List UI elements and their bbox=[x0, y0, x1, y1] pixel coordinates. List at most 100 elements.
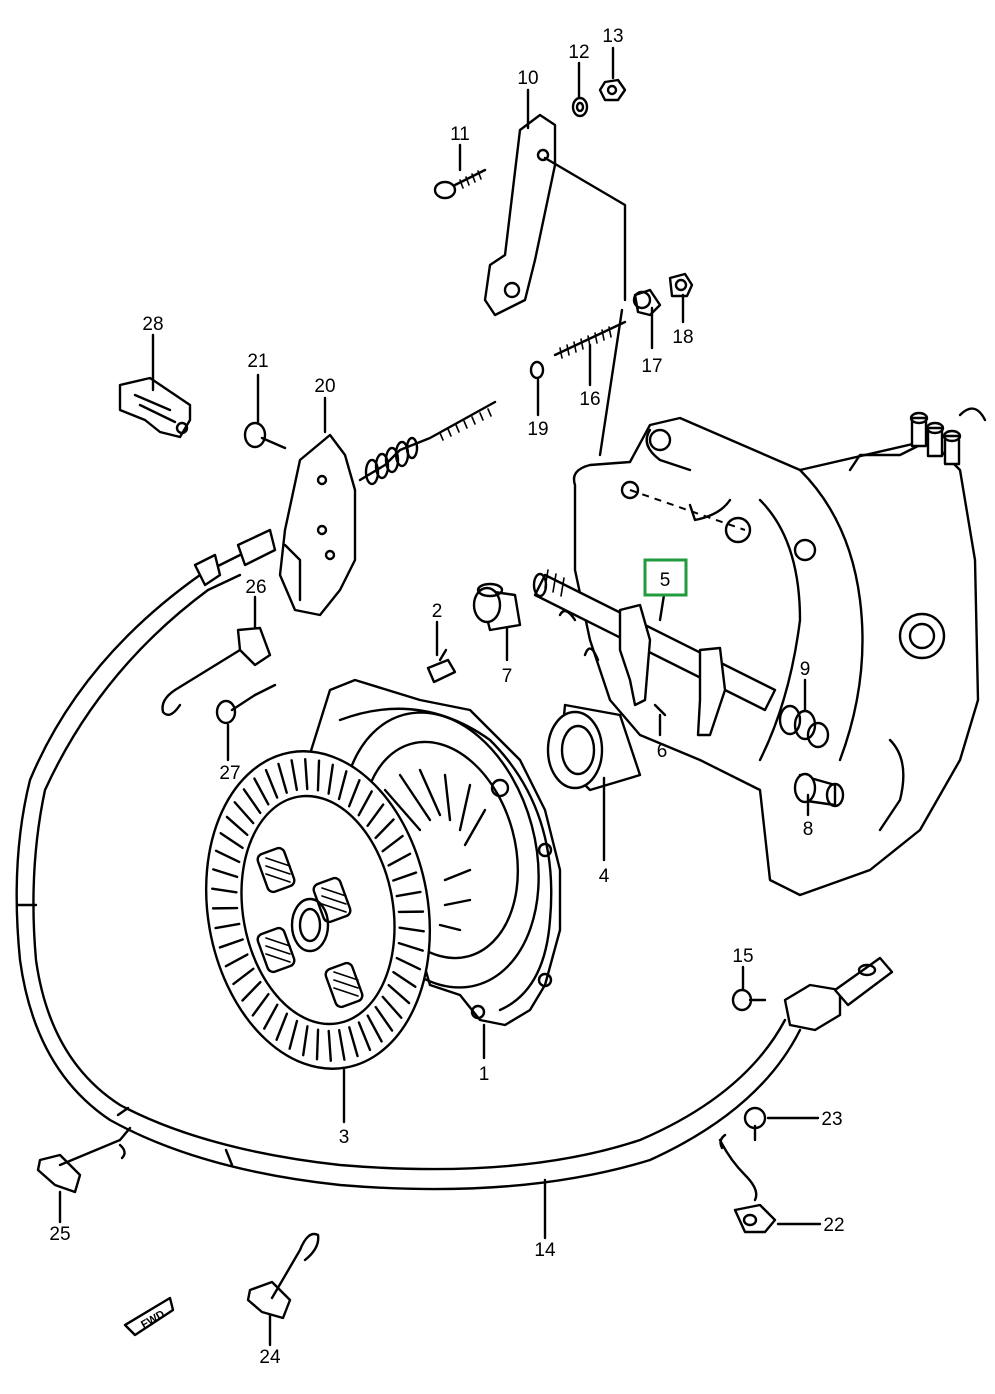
nut-hole bbox=[606, 84, 618, 96]
part-label-16[interactable]: 16 bbox=[579, 389, 600, 410]
part-labels: 1 2 3 4 5 6 7 8 9 10 11 12 13 14 15 16 1… bbox=[49, 26, 844, 1368]
lining-hatch-mark bbox=[233, 801, 255, 825]
clevis-pin bbox=[731, 988, 767, 1012]
part-label-21[interactable]: 21 bbox=[247, 351, 268, 372]
part-label-26[interactable]: 26 bbox=[245, 577, 266, 598]
cable-holder-bottom bbox=[246, 1232, 320, 1320]
part-label-17[interactable]: 17 bbox=[641, 356, 662, 377]
release-shaft bbox=[532, 569, 777, 737]
lining-hatch-mark bbox=[211, 887, 238, 894]
part-label-20[interactable]: 20 bbox=[314, 376, 335, 397]
transmission-housing bbox=[572, 407, 987, 897]
part-label-1[interactable]: 1 bbox=[479, 1064, 490, 1085]
part-label-22[interactable]: 22 bbox=[823, 1215, 844, 1236]
washer bbox=[571, 96, 589, 118]
part-label-7[interactable]: 7 bbox=[502, 666, 513, 687]
part-label-27[interactable]: 27 bbox=[219, 763, 240, 784]
lining-hatch-mark bbox=[374, 1005, 394, 1032]
return-spring bbox=[778, 704, 830, 749]
lining-hatch-mark bbox=[357, 790, 373, 817]
washer-hole bbox=[575, 101, 585, 113]
lining-hatch-mark bbox=[242, 788, 262, 815]
lining-hatch-mark bbox=[348, 1026, 359, 1058]
lining-hatch-mark bbox=[395, 956, 422, 971]
rod-washer bbox=[529, 360, 545, 380]
adjust-rod bbox=[553, 320, 627, 359]
part-label-5[interactable]: 5 bbox=[660, 570, 671, 591]
part-label-6[interactable]: 6 bbox=[657, 741, 668, 762]
lining-hatch-mark bbox=[395, 890, 422, 898]
clutch-cable bbox=[15, 528, 894, 1191]
part-label-28[interactable]: 28 bbox=[142, 314, 163, 335]
lining-hatch-mark bbox=[219, 832, 244, 850]
lining-hatch-mark bbox=[337, 1028, 346, 1061]
lining-hatch-mark bbox=[277, 762, 288, 794]
lining-hatch-mark bbox=[315, 1028, 320, 1061]
part-label-11[interactable]: 11 bbox=[450, 124, 470, 145]
fwd-label: FWD bbox=[139, 1308, 167, 1331]
cushion bbox=[632, 288, 662, 317]
lining-hatch-mark bbox=[387, 852, 412, 867]
lining-hatch-mark bbox=[288, 1019, 299, 1050]
part-label-24[interactable]: 24 bbox=[259, 1347, 281, 1368]
part-label-8[interactable]: 8 bbox=[803, 819, 814, 840]
highlight-box bbox=[643, 558, 688, 597]
cable-clamp bbox=[161, 626, 272, 716]
part-label-4[interactable]: 4 bbox=[599, 866, 610, 887]
lining-hatch-mark bbox=[366, 1014, 383, 1043]
part-label-3[interactable]: 3 bbox=[339, 1127, 350, 1148]
lining-hatch-mark bbox=[224, 953, 249, 968]
lining-hatch-mark bbox=[301, 1025, 309, 1057]
lining-hatch-mark bbox=[275, 1012, 289, 1041]
adjust-nut bbox=[668, 272, 694, 298]
part-label-2[interactable]: 2 bbox=[432, 601, 443, 622]
lining-hatch-mark bbox=[327, 763, 335, 795]
part-label-19[interactable]: 19 bbox=[527, 419, 548, 440]
lining-hatch-mark bbox=[387, 983, 411, 1005]
lining-hatch-mark bbox=[290, 759, 299, 792]
cable-mount-bracket bbox=[278, 433, 357, 617]
part-label-9[interactable]: 9 bbox=[800, 659, 811, 680]
lining-hatch-mark bbox=[225, 815, 249, 837]
shaft-boot bbox=[472, 582, 522, 632]
part-label-18[interactable]: 18 bbox=[672, 327, 693, 348]
lining-hatch-mark bbox=[214, 849, 241, 864]
part-label-13[interactable]: 13 bbox=[602, 26, 623, 47]
spring-pin bbox=[653, 703, 667, 717]
part-label-14[interactable]: 14 bbox=[534, 1240, 556, 1261]
lining-hatch-mark bbox=[381, 995, 403, 1019]
lining-hatch-mark bbox=[212, 868, 239, 879]
lining-hatch-mark bbox=[303, 758, 309, 791]
mount-bolt bbox=[243, 421, 287, 450]
clutch-disc bbox=[204, 750, 432, 1070]
part-label-12[interactable]: 12 bbox=[568, 42, 589, 63]
lining-hatch-mark bbox=[251, 992, 270, 1017]
lining-hatch-mark bbox=[392, 871, 418, 882]
lining-hatch-mark bbox=[374, 818, 395, 840]
cable-bracket bbox=[483, 113, 627, 457]
lining-hatch-mark bbox=[264, 768, 279, 799]
cable-holder-left bbox=[36, 1126, 132, 1194]
lining-hatch-mark bbox=[316, 759, 321, 792]
cable-clip bbox=[118, 376, 192, 439]
lining-hatch-mark bbox=[253, 777, 270, 806]
return-spring-pedal bbox=[718, 1133, 758, 1202]
nut bbox=[598, 78, 627, 102]
lining-hatch-mark bbox=[232, 967, 255, 986]
lining-hatch-mark bbox=[241, 980, 262, 1002]
release-bearing bbox=[546, 703, 642, 792]
part-label-23[interactable]: 23 bbox=[821, 1109, 842, 1130]
cover-bolt bbox=[426, 648, 457, 684]
lining-hatch-mark bbox=[392, 970, 417, 988]
forward-arrow-icon: FWD bbox=[123, 1296, 175, 1337]
lining-hatch-mark bbox=[381, 834, 404, 853]
pedal-stopper bbox=[733, 1203, 777, 1234]
part-label-25[interactable]: 25 bbox=[49, 1224, 70, 1245]
shaft-bushing bbox=[793, 772, 845, 808]
pedal-bolt bbox=[743, 1106, 767, 1142]
friction-lining-hatch bbox=[211, 758, 425, 1062]
lining-hatch-mark bbox=[398, 926, 425, 933]
part-label-15[interactable]: 15 bbox=[732, 946, 753, 967]
part-label-10[interactable]: 10 bbox=[517, 68, 538, 89]
